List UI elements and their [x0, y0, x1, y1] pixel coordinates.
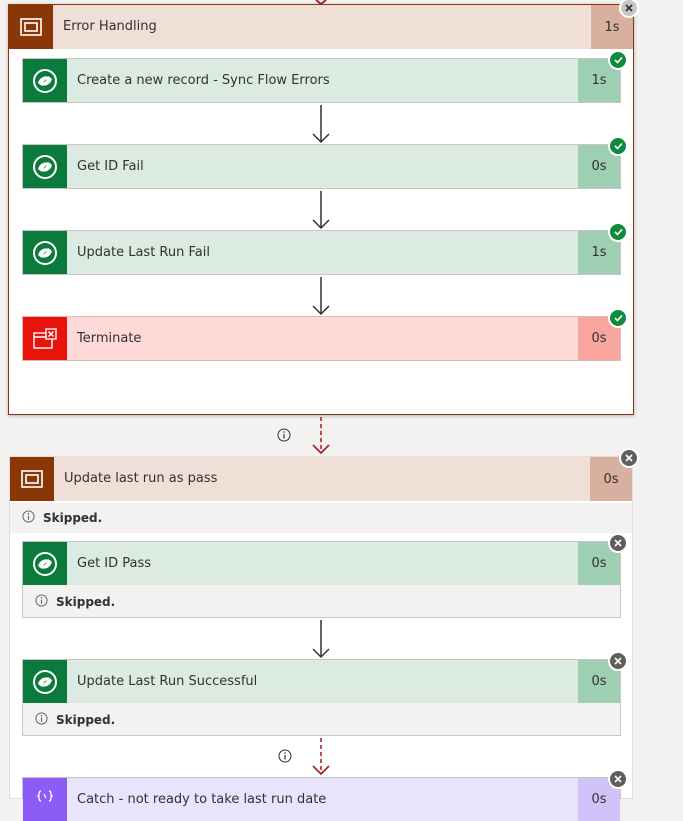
action-update-last-run-successful[interactable]: Update Last Run Successful 0s Skipped. [22, 659, 621, 736]
run-after-connector [312, 738, 330, 776]
check-icon [610, 310, 626, 326]
compose-icon [23, 778, 67, 821]
action-skipped-status: Skipped. [23, 705, 620, 735]
status-text: Skipped [56, 595, 111, 609]
dataverse-icon [23, 542, 67, 585]
info-icon[interactable] [277, 428, 291, 442]
scope-update-last-run-title: Update last run as pass [54, 457, 590, 501]
action-title: Update Last Run Fail [67, 231, 578, 274]
close-icon[interactable] [610, 535, 626, 551]
run-after-connector [312, 417, 330, 455]
action-title: Get ID Fail [67, 145, 578, 188]
scope-error-handling-status-icon[interactable] [621, 0, 637, 16]
action-get-id-pass[interactable]: Get ID Pass 0s Skipped. [22, 541, 621, 618]
action-skipped-status: Skipped. [23, 587, 620, 617]
action-duration: 1s [578, 59, 620, 102]
action-title: Update Last Run Successful [67, 660, 578, 703]
check-icon [610, 52, 626, 68]
action-create-record[interactable]: Create a new record - Sync Flow Errors 1… [22, 58, 621, 103]
scope-error-handling-title: Error Handling [53, 5, 591, 49]
check-icon [610, 138, 626, 154]
arrow-down [312, 277, 330, 316]
scope-skipped-status: Skipped. [10, 503, 632, 533]
info-icon [22, 510, 35, 526]
check-icon [610, 224, 626, 240]
close-icon[interactable] [610, 771, 626, 787]
terminate-icon [23, 317, 67, 360]
action-get-id-fail[interactable]: Get ID Fail 0s [22, 144, 621, 189]
action-title: Catch - not ready to take last run date [67, 778, 578, 821]
scope-error-handling-header[interactable]: Error Handling 1s [9, 5, 633, 49]
scope-update-last-run-header[interactable]: Update last run as pass 0s [10, 457, 632, 501]
action-catch-not-ready[interactable]: Catch - not ready to take last run date … [22, 777, 621, 821]
close-icon[interactable] [610, 653, 626, 669]
arrow-down [312, 105, 330, 144]
action-duration: 1s [578, 231, 620, 274]
scope-icon [10, 457, 54, 501]
close-icon[interactable] [621, 450, 637, 466]
action-title: Terminate [67, 317, 578, 360]
action-title: Create a new record - Sync Flow Errors [67, 59, 578, 102]
dataverse-icon [23, 145, 67, 188]
arrow-down [312, 620, 330, 659]
dataverse-icon [23, 231, 67, 274]
action-update-last-run-fail[interactable]: Update Last Run Fail 1s [22, 230, 621, 275]
action-terminate[interactable]: Terminate 0s [22, 316, 621, 361]
status-text: Skipped [43, 511, 98, 525]
scope-icon [9, 5, 53, 49]
info-icon [35, 712, 48, 728]
info-icon[interactable] [278, 749, 292, 763]
arrow-down [312, 191, 330, 230]
info-icon [35, 594, 48, 610]
dataverse-icon [23, 59, 67, 102]
action-title: Get ID Pass [67, 542, 578, 585]
dataverse-icon [23, 660, 67, 703]
status-text: Skipped [56, 713, 111, 727]
